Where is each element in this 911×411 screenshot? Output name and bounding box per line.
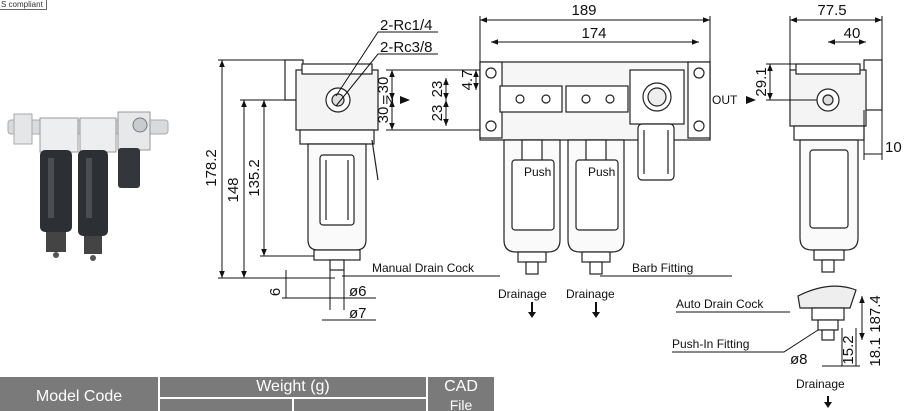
product-photo xyxy=(7,111,169,261)
table-subheader-2 xyxy=(294,399,426,411)
label-drainage-3: Drainage xyxy=(796,377,845,391)
dim-23-top: 23 xyxy=(429,81,446,98)
label-push-1: Push xyxy=(524,165,551,179)
label-drainage-2: Drainage xyxy=(566,287,615,301)
port-label-rc38: 2-Rc3/8 xyxy=(380,39,433,56)
table-header-model-code: Model Code xyxy=(0,377,158,411)
dim-23-bottom: 23 xyxy=(429,105,446,122)
table-header-weight: Weight (g) xyxy=(160,377,426,397)
dim-diam-6: ø6 xyxy=(349,283,367,300)
label-push-2: Push xyxy=(588,165,615,179)
side-view xyxy=(789,59,883,273)
label-auto-drain-cock: Auto Drain Cock xyxy=(676,297,764,311)
port-in: IN xyxy=(382,93,394,107)
dim-10: 10 xyxy=(885,139,902,156)
spec-table: Model Code Weight (g) CAD File xyxy=(0,377,510,411)
dim-4-7: 4.7 xyxy=(459,70,476,91)
table-header-cad-file: File xyxy=(428,397,494,411)
dim-29-1: 29.1 xyxy=(753,67,770,96)
dimension-lines xyxy=(218,16,883,406)
dim-148: 148 xyxy=(225,177,242,202)
dim-30-top: 30 xyxy=(375,77,392,94)
label-manual-drain-cock: Manual Drain Cock xyxy=(372,261,475,275)
label-barb-fitting: Barb Fitting xyxy=(632,261,693,275)
port-label-rc14: 2-Rc1/4 xyxy=(380,17,433,34)
auto-drain-detail xyxy=(797,285,857,341)
front-view-unit xyxy=(284,59,379,271)
label-drainage-1: Drainage xyxy=(498,287,547,301)
dim-40: 40 xyxy=(844,25,861,42)
dim-6: 6 xyxy=(267,288,284,296)
dim-77-5: 77.5 xyxy=(817,2,846,19)
dim-diam-7: ø7 xyxy=(349,305,367,322)
dim-15-2: 15.2 xyxy=(840,335,857,364)
label-push-in-fitting: Push-In Fitting xyxy=(672,337,749,351)
compliance-badge: S compliant xyxy=(0,0,47,10)
drainage-arrowheads xyxy=(400,96,832,408)
dim-30-bottom: 30 xyxy=(375,107,392,124)
assembly-front-view xyxy=(479,61,711,275)
dim-diam-8: ø8 xyxy=(790,351,808,368)
port-out: OUT xyxy=(712,93,738,107)
dim-178-2: 178.2 xyxy=(203,149,220,187)
dim-18-1: 18.1 xyxy=(867,337,884,366)
table-header-cad: CAD xyxy=(428,377,494,397)
dim-187-4: 187.4 xyxy=(867,295,884,333)
dim-135-2: 135.2 xyxy=(246,159,263,197)
dim-174: 174 xyxy=(581,25,606,42)
table-subheader-1 xyxy=(160,399,292,411)
dim-189: 189 xyxy=(571,2,596,19)
